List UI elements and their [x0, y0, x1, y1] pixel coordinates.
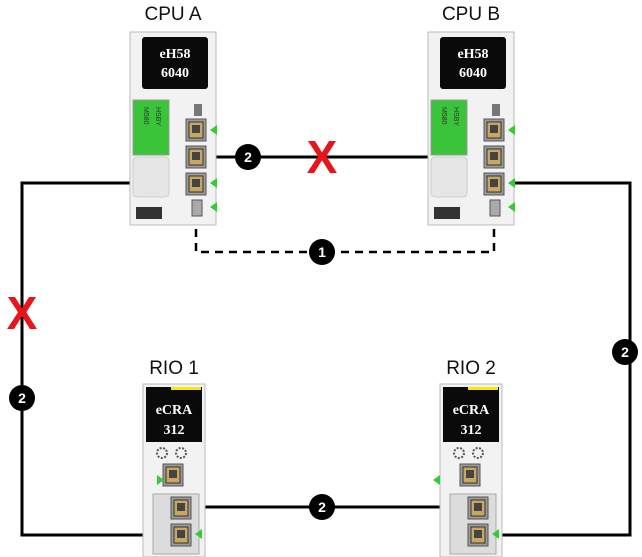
cpu-b-port-rio[interactable]	[483, 172, 505, 196]
cpu-a-logo-icon	[136, 207, 162, 219]
callout-hsby-link: 1	[309, 239, 335, 265]
rio-2-model: eCRA	[453, 403, 490, 418]
rio-1-model-number: 312	[164, 423, 185, 438]
callout-rio-link: 2	[309, 494, 335, 520]
callout-number: 2	[318, 499, 326, 515]
cpu-b-side-text-2: HSBY	[452, 107, 459, 126]
cpu-a-port-rio[interactable]	[185, 172, 207, 196]
cpu-a-port-hsby[interactable]	[185, 145, 207, 169]
callout-cpu-link: 2	[235, 144, 261, 170]
cpu-b-model-number: 6040	[459, 66, 487, 81]
rio-1-screen	[146, 387, 202, 442]
cpu-a-side-text: M580	[142, 107, 149, 125]
rio-1-module: RIO 1 eCRA 312	[142, 358, 206, 557]
break-mark-cpu-link: X	[307, 131, 338, 183]
cpu-b-hsby-label	[430, 99, 468, 156]
callout-number: 2	[244, 149, 252, 165]
cpu-a-side-text-2: HSBY	[154, 107, 161, 126]
rio-1-model: eCRA	[156, 403, 193, 418]
cpu-b-label: CPU B	[442, 4, 500, 25]
cpu-b-module: CPU B eH58 6040 M580 HSBY	[427, 4, 515, 226]
rio-2-rotary-switch-icon[interactable]	[453, 447, 465, 459]
callout-number: 2	[621, 344, 629, 360]
callout-number: 1	[318, 244, 326, 260]
cables	[20, 155, 632, 537]
callout-number: 2	[18, 390, 26, 406]
rio-1-rotary-switch-icon[interactable]	[156, 447, 168, 459]
cpu-a-hsby-label	[132, 99, 170, 156]
cpu-b-port-service[interactable]	[483, 118, 505, 142]
callout-right-link: 2	[612, 339, 638, 365]
cpu-a-port-sfp[interactable]	[191, 199, 203, 217]
cpu-b-port-sfp[interactable]	[489, 199, 501, 217]
rio-1-rotary-switch-icon[interactable]	[175, 447, 187, 459]
rio-2-model-number: 312	[461, 423, 482, 438]
rio-2-rotary-switch-icon[interactable]	[472, 447, 484, 459]
rio-2-port-2[interactable]	[467, 523, 489, 547]
cpu-b-screen	[440, 37, 506, 89]
hsby-link-cable	[194, 215, 496, 254]
cpu-b-port-hsby[interactable]	[483, 145, 505, 169]
cpu-a-model: eH58	[159, 47, 190, 62]
rio-1-port-2[interactable]	[170, 523, 192, 547]
break-mark-left-link: X	[7, 287, 38, 339]
cpu-a-model-number: 6040	[161, 66, 189, 81]
cpu-a-module: CPU A eH58 6040 M580 HSBY	[129, 4, 217, 226]
rio-2-module: RIO 2 eCRA 312	[433, 358, 503, 557]
rio-1-port-1[interactable]	[170, 496, 192, 520]
cpu-b-logo-icon	[434, 207, 460, 219]
cpu-a-port-service[interactable]	[185, 118, 207, 142]
rio-1-port-service[interactable]	[162, 463, 184, 487]
cpu-b-side-text: M580	[440, 107, 447, 125]
rio-2-label: RIO 2	[446, 358, 496, 379]
cpu-a-label: CPU A	[144, 4, 201, 25]
rio-1-label: RIO 1	[149, 358, 199, 379]
rio-2-port-service[interactable]	[459, 463, 481, 487]
cpu-b-model: eH58	[457, 47, 488, 62]
rio-2-port-1[interactable]	[467, 496, 489, 520]
callout-left-link: 2	[9, 385, 35, 411]
cpu-a-screen	[142, 37, 208, 89]
rio-2-screen	[443, 387, 499, 442]
cable-cpu-a-to-rio-1	[20, 181, 196, 537]
